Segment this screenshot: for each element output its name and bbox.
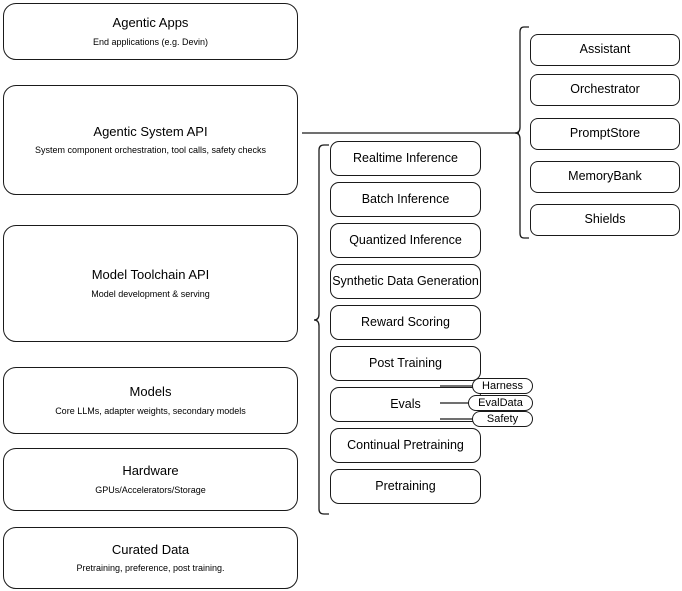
toolchain-component-continual-pretraining[interactable]: Continual Pretraining bbox=[330, 428, 481, 463]
component-label: Pretraining bbox=[375, 478, 436, 493]
pill-label: EvalData bbox=[478, 397, 523, 409]
layer-box-agentic-system-api[interactable]: Agentic System API System component orch… bbox=[3, 85, 298, 195]
layer-title: Models bbox=[129, 384, 172, 400]
layer-title: Agentic Apps bbox=[112, 15, 189, 31]
component-label: MemoryBank bbox=[568, 169, 642, 184]
component-label: Continual Pretraining bbox=[347, 437, 464, 452]
component-label: PromptStore bbox=[569, 126, 641, 141]
system-component-memorybank[interactable]: MemoryBank bbox=[530, 161, 680, 193]
layer-subtitle: Model development & serving bbox=[91, 288, 210, 299]
component-label: Reward Scoring bbox=[361, 314, 450, 329]
toolchain-component-quantized-inference[interactable]: Quantized Inference bbox=[330, 223, 481, 258]
component-label: Shields bbox=[584, 212, 626, 227]
layer-box-hardware[interactable]: Hardware GPUs/Accelerators/Storage bbox=[3, 448, 298, 511]
pill-label: Harness bbox=[482, 380, 523, 392]
layer-title: Model Toolchain API bbox=[91, 267, 210, 283]
toolchain-component-pretraining[interactable]: Pretraining bbox=[330, 469, 481, 504]
bracket-system-components bbox=[514, 26, 529, 239]
pill-label: Safety bbox=[486, 413, 519, 425]
system-component-promptstore[interactable]: PromptStore bbox=[530, 118, 680, 150]
eval-subcomponent-safety[interactable]: Safety bbox=[472, 411, 533, 427]
component-label: Quantized Inference bbox=[349, 232, 462, 247]
component-label: Assistant bbox=[579, 42, 631, 57]
layer-subtitle: System component orchestration, tool cal… bbox=[34, 145, 267, 155]
component-label: Evals bbox=[390, 396, 421, 411]
layer-subtitle: Pretraining, preference, post training. bbox=[76, 563, 225, 573]
layer-title: Curated Data bbox=[111, 541, 190, 557]
component-label: Post Training bbox=[369, 355, 442, 370]
eval-subcomponent-harness[interactable]: Harness bbox=[472, 378, 533, 394]
layer-box-models[interactable]: Models Core LLMs, adapter weights, secon… bbox=[3, 367, 298, 434]
eval-subcomponent-evaldata[interactable]: EvalData bbox=[468, 395, 533, 411]
component-label: Orchestrator bbox=[570, 82, 640, 97]
layer-subtitle: End applications (e.g. Devin) bbox=[92, 36, 209, 47]
toolchain-component-reward-scoring[interactable]: Reward Scoring bbox=[330, 305, 481, 340]
layer-subtitle: Core LLMs, adapter weights, secondary mo… bbox=[55, 405, 246, 416]
layer-box-agentic-apps[interactable]: Agentic Apps End applications (e.g. Devi… bbox=[3, 3, 298, 60]
system-component-assistant[interactable]: Assistant bbox=[530, 34, 680, 66]
toolchain-component-realtime-inference[interactable]: Realtime Inference bbox=[330, 141, 481, 176]
layer-box-curated-data[interactable]: Curated Data Pretraining, preference, po… bbox=[3, 527, 298, 589]
toolchain-component-evals[interactable]: Evals bbox=[330, 387, 481, 422]
layer-title: Hardware bbox=[122, 463, 179, 479]
component-label: Batch Inference bbox=[361, 191, 450, 206]
toolchain-component-synthetic-data-generation[interactable]: Synthetic Data Generation bbox=[330, 264, 481, 299]
component-label: Synthetic Data Generation bbox=[332, 273, 479, 288]
system-component-shields[interactable]: Shields bbox=[530, 204, 680, 236]
bracket-toolchain-components bbox=[313, 144, 329, 515]
toolchain-component-batch-inference[interactable]: Batch Inference bbox=[330, 182, 481, 217]
system-component-orchestrator[interactable]: Orchestrator bbox=[530, 74, 680, 106]
toolchain-component-post-training[interactable]: Post Training bbox=[330, 346, 481, 381]
component-label: Realtime Inference bbox=[353, 150, 458, 165]
layer-title: Agentic System API bbox=[93, 123, 208, 139]
layer-subtitle: GPUs/Accelerators/Storage bbox=[95, 484, 206, 495]
layer-box-model-toolchain-api[interactable]: Model Toolchain API Model development & … bbox=[3, 225, 298, 342]
